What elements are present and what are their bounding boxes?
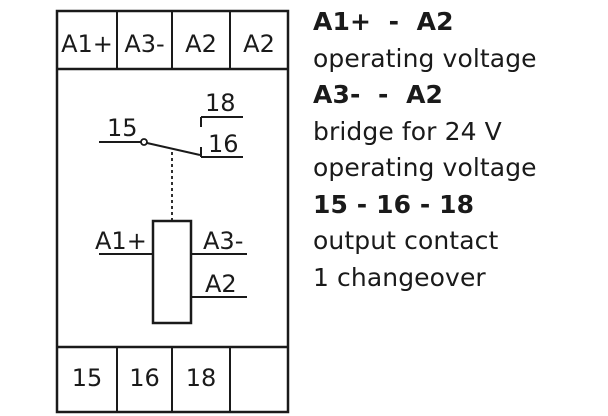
legend-line: 15 - 16 - 18: [313, 189, 475, 219]
relay-coil: [151, 219, 193, 325]
terminal-header-cell: A2: [243, 30, 275, 58]
legend-line: output contact: [313, 226, 499, 255]
terminal-footer-cell: 15: [72, 364, 103, 392]
contact-pivot: [140, 138, 148, 146]
coil-label-a2: A2: [205, 270, 237, 298]
legend-line: bridge for 24 V: [313, 116, 502, 146]
contact-label-15: 15: [107, 114, 138, 142]
legend-line: operating voltage: [313, 43, 537, 73]
terminal-footer-cell: 16: [129, 364, 160, 392]
legend-line: A1+ - A2: [313, 7, 454, 36]
legend-line: A3- - A2: [313, 80, 444, 109]
contact-switch-arm: [146, 142, 201, 156]
terminal-footer-cell: 18: [186, 364, 217, 392]
terminal-header-cell: A3-: [124, 30, 164, 58]
legend-line: 1 changeover: [313, 262, 486, 292]
contact-label-18: 18: [205, 89, 236, 117]
coil-label-a3: A3-: [203, 227, 243, 255]
coil-label-a1: A1+: [95, 227, 147, 255]
relay-wiring-diagram: A1+ A3- A2 A2 15 16 18 15 18 16 A1+ A3- …: [55, 9, 290, 414]
terminal-header-cell: A1+: [61, 30, 113, 58]
terminal-header-cell: A2: [185, 30, 217, 58]
terminal-legend: A1+ - A2 operating voltage A3- - A2 brid…: [313, 4, 603, 296]
contact-label-16: 16: [208, 130, 239, 158]
legend-line: operating voltage: [313, 153, 537, 182]
